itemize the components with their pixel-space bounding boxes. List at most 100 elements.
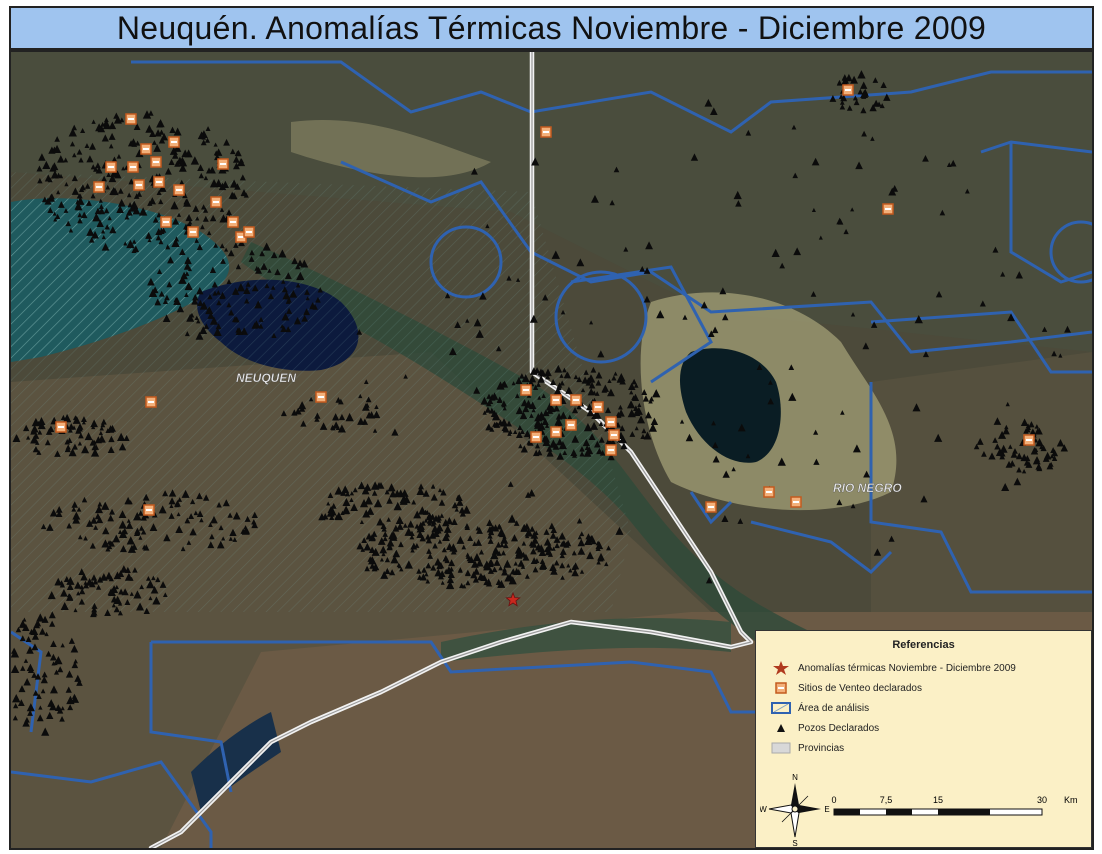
well-marker [55,505,63,513]
well-marker [162,314,171,322]
well-marker [92,212,101,222]
venting-site-marker[interactable] [763,486,775,498]
venting-site-marker[interactable] [550,394,562,406]
venting-site-marker[interactable] [173,184,185,196]
venting-site-marker[interactable] [530,431,542,443]
well-marker [530,530,539,539]
well-marker [113,606,120,613]
well-marker [593,410,602,419]
well-marker [236,283,246,292]
well-marker [988,452,996,460]
venting-site-marker[interactable] [790,496,802,508]
well-marker [155,234,162,241]
well-marker [40,688,46,694]
well-marker [184,292,189,297]
well-marker [559,380,565,386]
well-marker [216,502,222,508]
well-marker [501,568,509,576]
well-marker [448,559,456,567]
well-marker [538,548,547,556]
venting-site-marker[interactable] [570,394,582,406]
well-marker [410,548,415,553]
venting-site-marker[interactable] [210,196,222,208]
venting-site-marker[interactable] [150,156,162,168]
well-marker [114,584,119,590]
venting-site-marker[interactable] [605,444,617,456]
venting-site-marker[interactable] [243,226,255,238]
well-marker [520,445,528,453]
venting-site-marker[interactable] [565,419,577,431]
well-marker [530,547,537,555]
well-marker [298,401,307,410]
venting-site-marker[interactable] [133,179,145,191]
well-marker [487,537,494,544]
well-marker [216,540,225,549]
well-marker [1002,427,1010,435]
well-marker [78,157,84,163]
well-marker [685,433,694,442]
venting-site-marker[interactable] [608,429,620,441]
well-marker [91,424,96,430]
venting-site-marker[interactable] [605,416,617,428]
well-marker [112,168,121,177]
well-marker [215,323,222,330]
venting-site-marker[interactable] [105,161,117,173]
well-marker [491,566,498,573]
well-marker [419,534,426,542]
well-marker [145,231,153,239]
well-marker [935,290,943,298]
venting-site-marker[interactable] [160,216,172,228]
well-marker [117,187,124,194]
well-marker [813,429,819,435]
venting-site-marker[interactable] [592,401,604,413]
well-marker [165,244,171,250]
well-marker [451,501,459,509]
well-marker [873,548,882,556]
well-marker [49,508,58,517]
well-marker [472,541,478,546]
venting-site-marker[interactable] [540,126,552,138]
venting-site-marker[interactable] [520,384,532,396]
lower-valley [441,618,731,662]
venting-site-marker[interactable] [143,504,155,516]
well-marker [295,282,301,288]
well-marker [416,486,425,496]
well-marker [199,301,208,310]
well-marker [690,153,699,161]
well-marker [492,547,498,553]
venting-site-marker[interactable] [315,391,327,403]
venting-site-marker[interactable] [187,226,199,238]
venting-site-marker[interactable] [168,136,180,148]
venting-site-marker[interactable] [93,181,105,193]
thermal-anomaly-marker[interactable] [505,591,521,607]
well-marker [793,247,802,256]
well-marker [107,514,115,522]
venting-site-marker[interactable] [125,113,137,125]
well-marker [255,266,263,274]
well-marker [361,486,370,495]
venting-site-marker[interactable] [842,84,854,96]
venting-site-marker[interactable] [127,161,139,173]
venting-site-marker[interactable] [882,203,894,215]
venting-site-marker[interactable] [153,176,165,188]
well-marker [119,545,127,553]
anomaly-star-icon[interactable] [505,591,521,607]
venting-site-marker[interactable] [227,216,239,228]
venting-site-marker[interactable] [550,426,562,438]
well-marker [559,373,564,378]
well-marker [431,524,439,533]
well-marker [418,483,425,490]
well-marker [553,405,560,412]
venting-site-marker[interactable] [1023,434,1035,446]
well-marker [53,669,60,675]
venting-site-marker[interactable] [55,421,67,433]
well-marker [628,382,636,391]
venting-site-marker[interactable] [217,158,229,170]
venting-site-marker[interactable] [145,396,157,408]
venting-site-marker[interactable] [705,501,717,513]
venting-site-marker[interactable] [140,143,152,155]
well-marker [108,132,116,140]
well-marker [857,70,866,79]
